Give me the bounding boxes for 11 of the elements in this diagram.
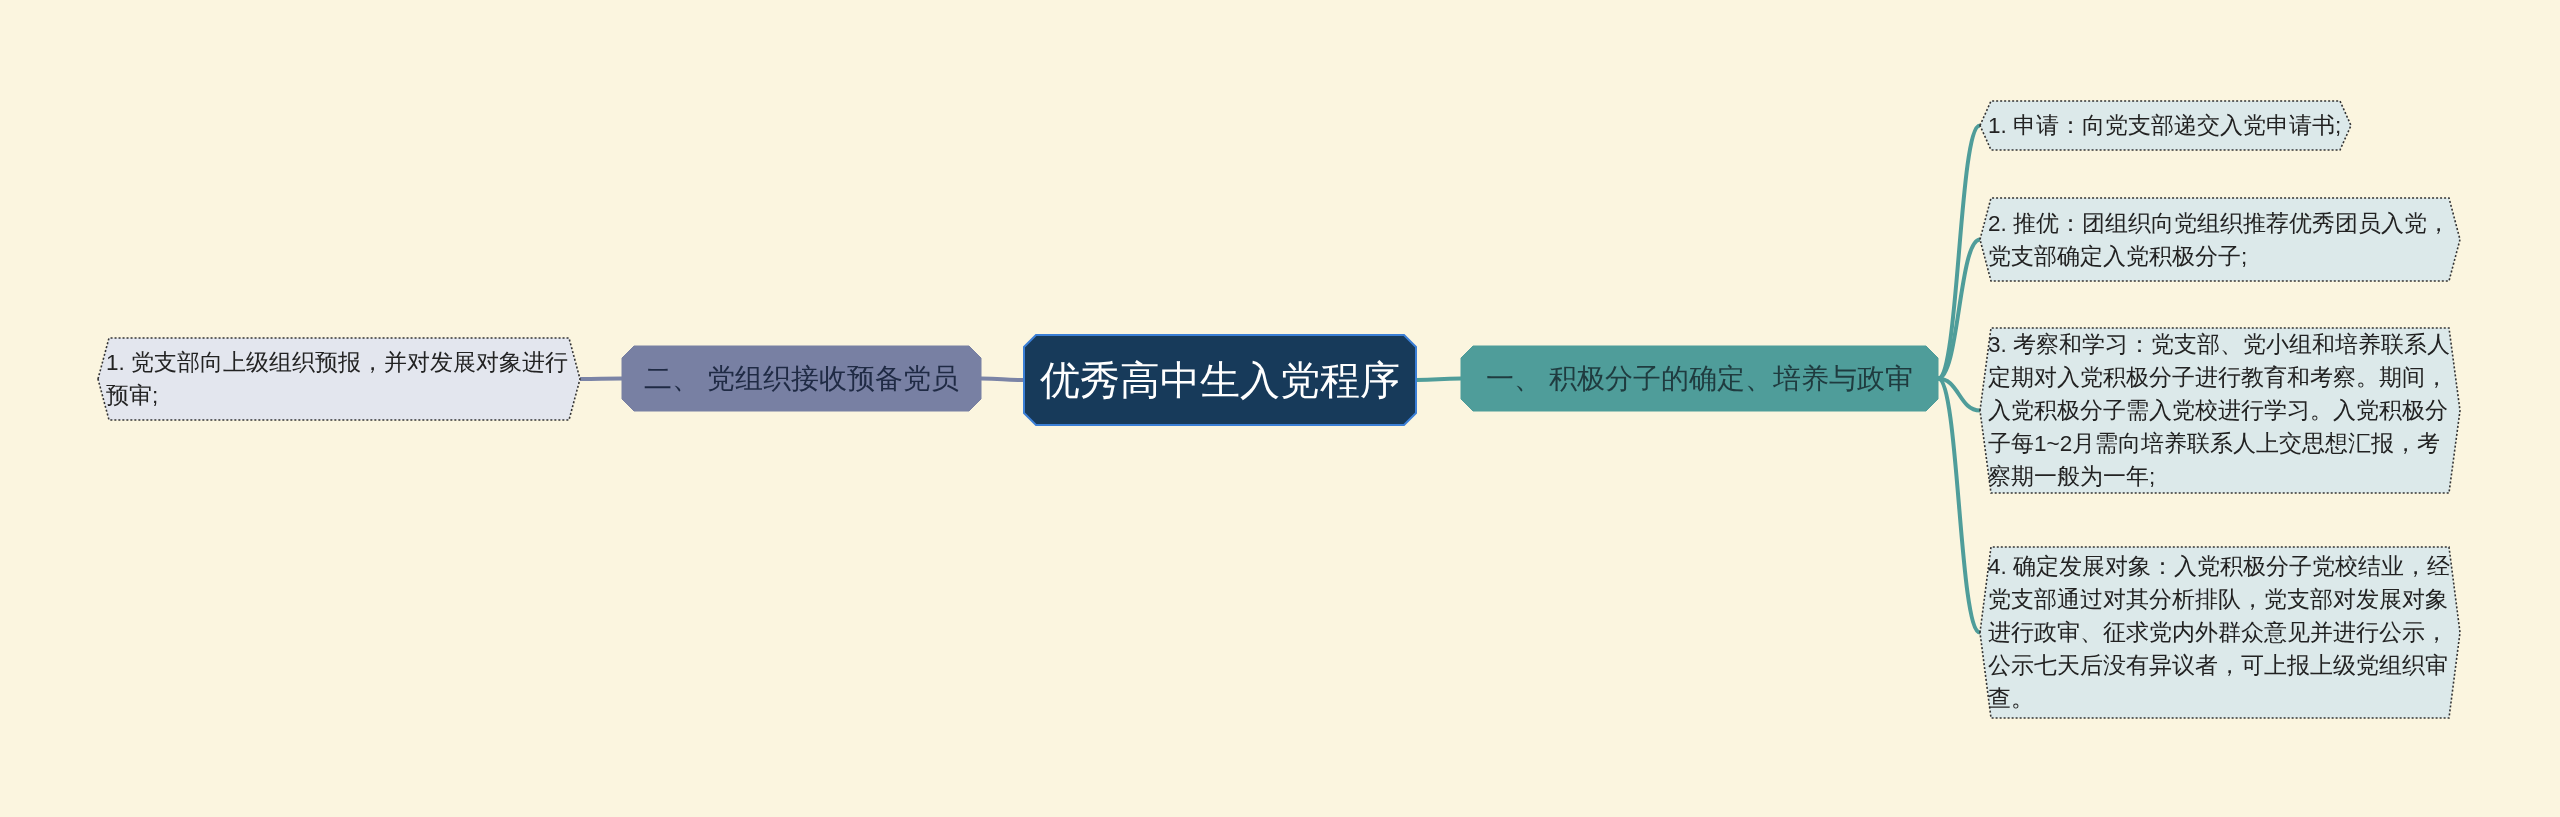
branch-box: 一、 积极分子的确定、培养与政审 — [1461, 346, 1938, 411]
leaf-box: 1. 党支部向上级组织预报，并对发展对象进行预审; — [98, 338, 580, 420]
connector-line — [1416, 376, 1461, 382]
branch-box: 二、 党组织接收预备党员 — [622, 346, 981, 411]
leaf-box: 4. 确定发展对象：入党积极分子党校结业，经党支部通过对其分析排队，党支部对发展对象进行政审、征求党内外群众意见并进行公示，公示七天后没有异议者，可上报上级党组织审查。 — [1980, 547, 2460, 718]
topic-box: 优秀高中生入党程序 — [1024, 335, 1416, 425]
leaf-box: 2. 推优：团组织向党组织推荐优秀团员入党，党支部确定入党积极分子; — [1980, 198, 2460, 281]
leaf-box: 1. 申请：向党支部递交入党申请书; — [1980, 101, 2351, 150]
connector-line — [580, 376, 622, 381]
leaf-box: 3. 考察和学习：党支部、党小组和培养联系人定期对入党积极分子进行教育和考察。期间，入党积极分子需入党校进行学习。入党积极分子每1~2月需向培养联系人上交思想汇报，考察期一般为一年; — [1980, 328, 2460, 493]
connector-line — [981, 376, 1024, 382]
